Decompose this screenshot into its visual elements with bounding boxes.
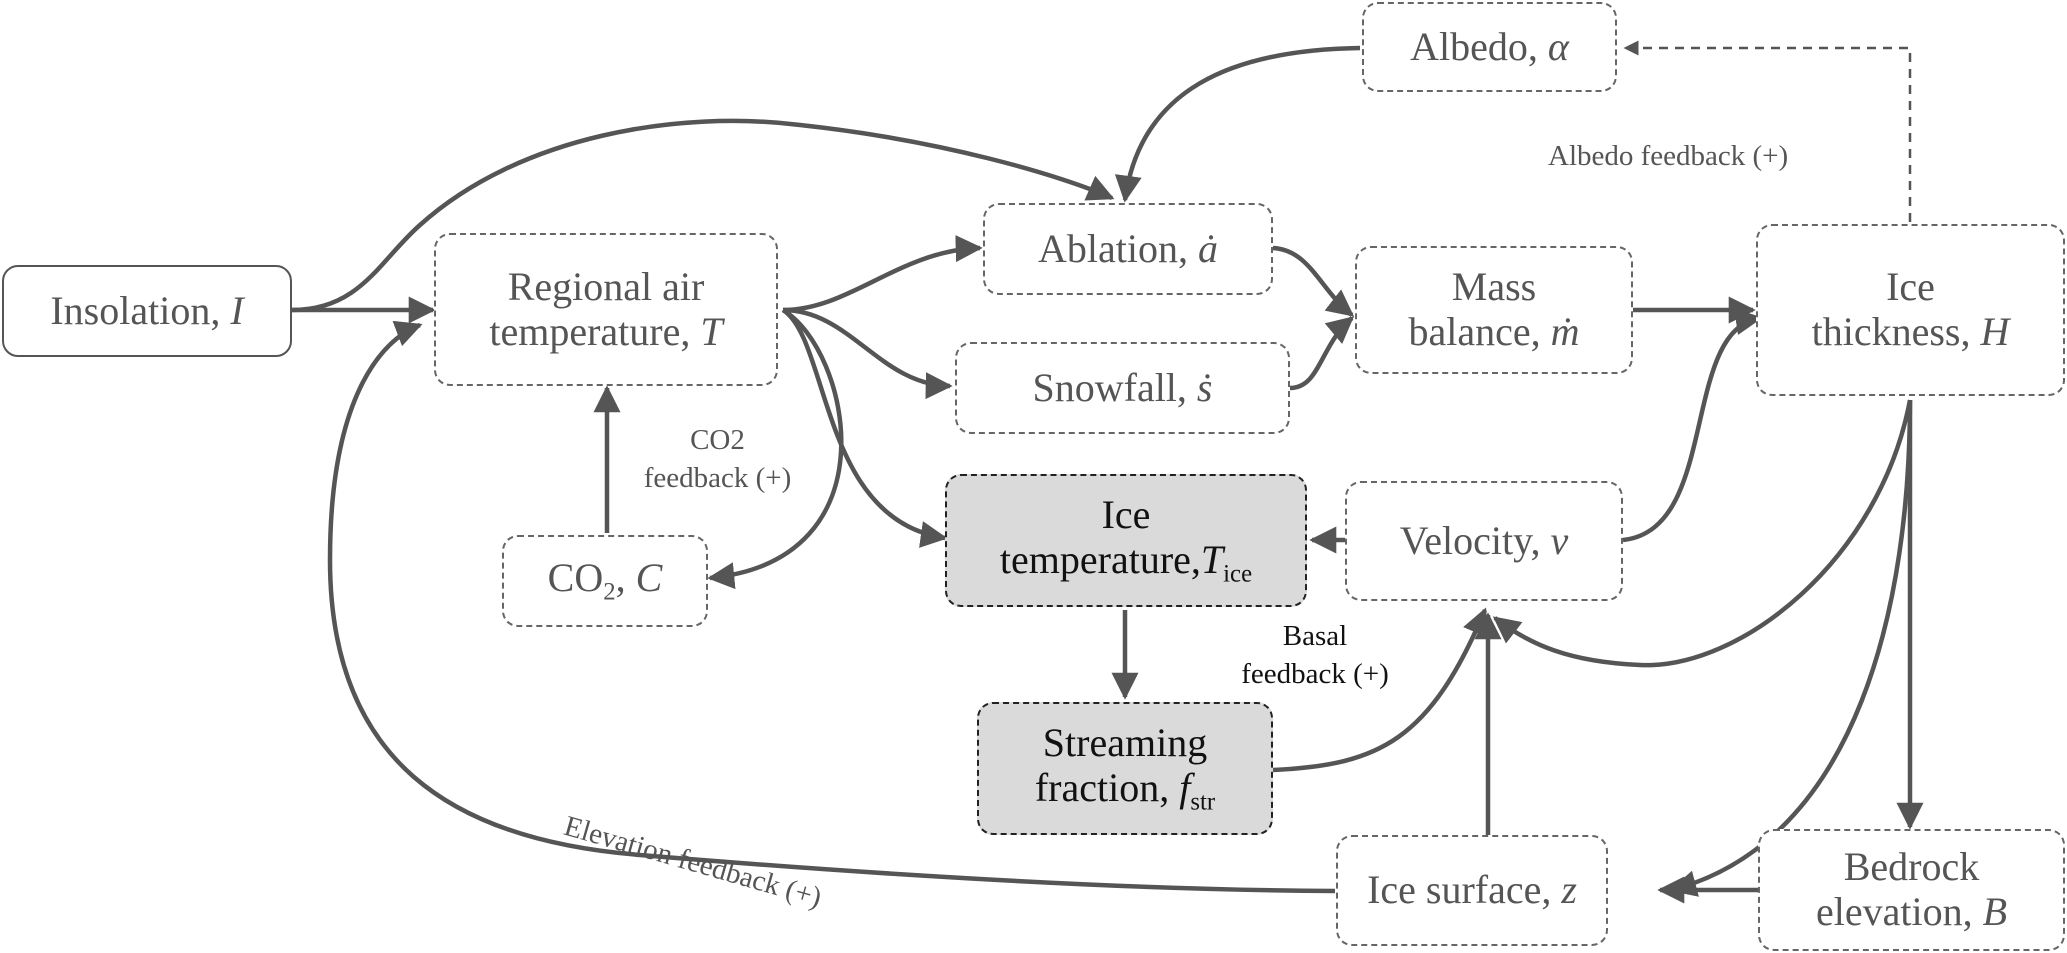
insolation-node: Insolation, I bbox=[2, 265, 292, 357]
mass-balance-node: Mass balance, ṁ bbox=[1355, 246, 1633, 374]
edge-thickness-surface bbox=[1669, 399, 1913, 897]
ice-surface-node: Ice surface, z bbox=[1336, 835, 1608, 946]
edge-thickness-velocity bbox=[1492, 399, 1913, 668]
co2-node: CO2, C bbox=[502, 535, 708, 627]
albedo-feedback-label: Albedo feedback (+) bbox=[1548, 140, 1789, 172]
edge-airtemp-snowfall bbox=[782, 307, 953, 400]
edge-airtemp-icetemp bbox=[781, 308, 948, 548]
snowfall-node: Snowfall, ṡ bbox=[955, 342, 1290, 434]
albedo-node: Albedo, α bbox=[1362, 2, 1617, 92]
air-temperature-node: Regional air temperature, T bbox=[434, 233, 778, 386]
edge-airtemp-ablation bbox=[782, 235, 983, 313]
ice-thickness-node: Ice thickness, H bbox=[1756, 224, 2065, 396]
edge-surface-airtemp bbox=[327, 320, 1336, 894]
ice-temperature-node: Ice temperature,Tice bbox=[945, 474, 1307, 607]
edge-insolation-ablation bbox=[291, 118, 1115, 313]
ablation-node: Ablation, ȧ bbox=[983, 203, 1273, 295]
co2-feedback-label: CO2 feedback (+) bbox=[643, 424, 792, 494]
edge-velocity-thickness bbox=[1622, 308, 1763, 543]
streaming-fraction-node: Streaming fraction, fstr bbox=[977, 702, 1273, 835]
edge-airtemp-co2 bbox=[707, 308, 844, 590]
edge-streaming-velocity bbox=[1272, 607, 1488, 773]
edge-snowfall-massbalance bbox=[1289, 316, 1355, 391]
bedrock-elevation-node: Bedrock elevation, B bbox=[1758, 829, 2065, 951]
edge-ablation-massbalance bbox=[1272, 245, 1355, 317]
edge-thickness-albedo bbox=[1623, 40, 1912, 222]
velocity-node: Velocity, v bbox=[1345, 481, 1623, 601]
edge-albedo-ablation bbox=[1114, 45, 1361, 203]
basal-feedback-label: Basal feedback (+) bbox=[1241, 620, 1389, 690]
